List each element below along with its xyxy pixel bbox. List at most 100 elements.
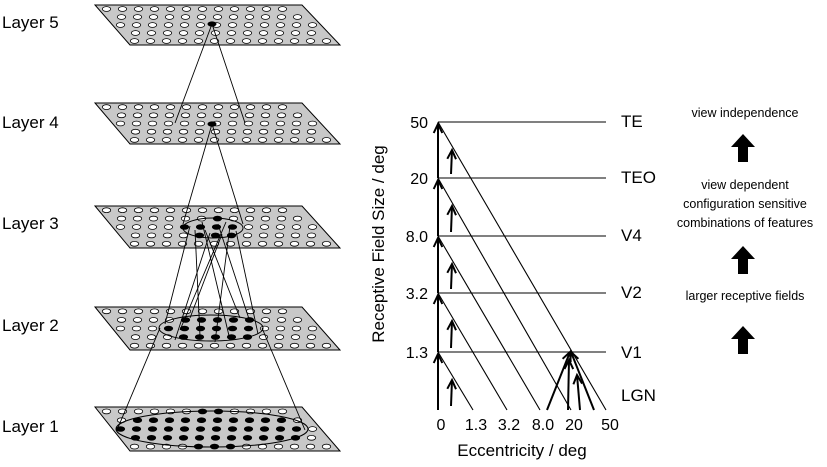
unit-dot [290,128,301,135]
unit-dot [101,408,112,415]
unit-dot [243,120,254,127]
area-label-teo: TEO [621,168,656,187]
unit-dot [259,325,270,332]
unit-dot [257,241,268,247]
unit-dot [289,241,300,247]
projection-arrow [450,205,453,233]
area-lines [438,121,606,353]
unit-dot [306,334,317,340]
unit-dot [129,342,140,349]
unit-dot [210,128,221,135]
unit-dot [213,104,224,110]
unit-dot [180,417,191,424]
unit-dot [197,207,208,214]
unit-dot [147,224,158,230]
arrow-head [432,235,444,248]
unit-dot [101,308,112,315]
rf-axis-label: Receptive Field Size / deg [369,145,388,343]
unit-dot [180,14,191,20]
unit-dot [164,112,175,119]
unit-dot [161,241,172,247]
unit-dot [245,207,256,214]
unit-dot [276,112,287,119]
unit-dot [289,443,300,450]
unit-dot [195,325,206,332]
unit-dot [261,207,272,214]
unit-dot [259,224,270,230]
unit-dot [258,30,269,36]
unit-dot [275,120,286,127]
unit-dot [131,120,142,127]
unit-dot [116,112,127,119]
unit-dot [181,104,192,110]
unit-dot [101,6,112,12]
unit-dot [147,22,158,28]
unit-dot [291,426,302,432]
unit-dot [290,334,301,340]
unit-dot [290,30,301,36]
unit-dot [243,426,254,432]
arrow-head [563,357,575,370]
property-larger-rf: larger receptive fields [686,289,805,303]
unit-dot [259,120,270,127]
unit-dot [149,207,160,214]
unit-dot [163,22,174,28]
unit-dot [274,334,285,340]
unit-dot [228,417,239,424]
unit-dot [209,38,220,44]
unit-dot [132,112,143,119]
unit-dot [115,120,126,127]
unit-dot [228,14,239,20]
unit-dot [146,128,157,135]
unit-dot [243,325,254,332]
unit-dot [277,104,288,110]
property-view-independence: view independence [691,106,798,120]
unit-dot [321,241,332,247]
unit-dot [195,426,206,432]
unit-dot [162,30,173,36]
unit-dot [291,224,302,230]
unit-dot [145,137,156,143]
unit-dot [194,434,205,441]
unit-dot [227,426,238,432]
unit-dot [196,417,207,424]
area-label-te: TE [621,112,643,131]
unit-dot [180,112,191,119]
unit-dot [307,22,318,28]
unit-dot [177,137,188,143]
unit-dot [274,30,285,36]
property-view-dependent-3: combinations of features [677,216,813,230]
unit-dot [274,128,285,135]
unit-dot [133,104,144,110]
unit-dot [276,215,287,222]
rf-tick-20: 20 [410,171,428,188]
unit-dot [162,128,173,135]
unit-dot [193,241,204,247]
unit-dot [146,30,157,36]
unit-dot [226,30,237,36]
unit-dot [132,14,143,20]
unit-dot [305,443,316,450]
unit-dot [321,443,332,450]
unit-dot [133,207,144,214]
unit-dot [162,232,173,239]
arrow-head [569,349,580,363]
unit-dot [321,38,332,44]
projection-arrow [450,379,453,407]
unit-dot [242,434,253,441]
unit-dot [260,14,271,20]
unit-dot [177,241,188,247]
unit-dot [243,22,254,28]
rf-ellipse-layer1 [115,410,309,448]
unit-dot [226,128,237,135]
unit-dot [227,325,238,332]
unit-dot [164,417,175,424]
unit-dot [291,22,302,28]
unit-dot [148,417,159,424]
unit-dot [117,104,128,110]
arrow-head [446,377,457,390]
unit-dot [130,232,141,239]
properties-panel: view independence view dependent configu… [677,106,813,354]
unit-dot [178,128,189,135]
unit-dot [194,30,205,36]
